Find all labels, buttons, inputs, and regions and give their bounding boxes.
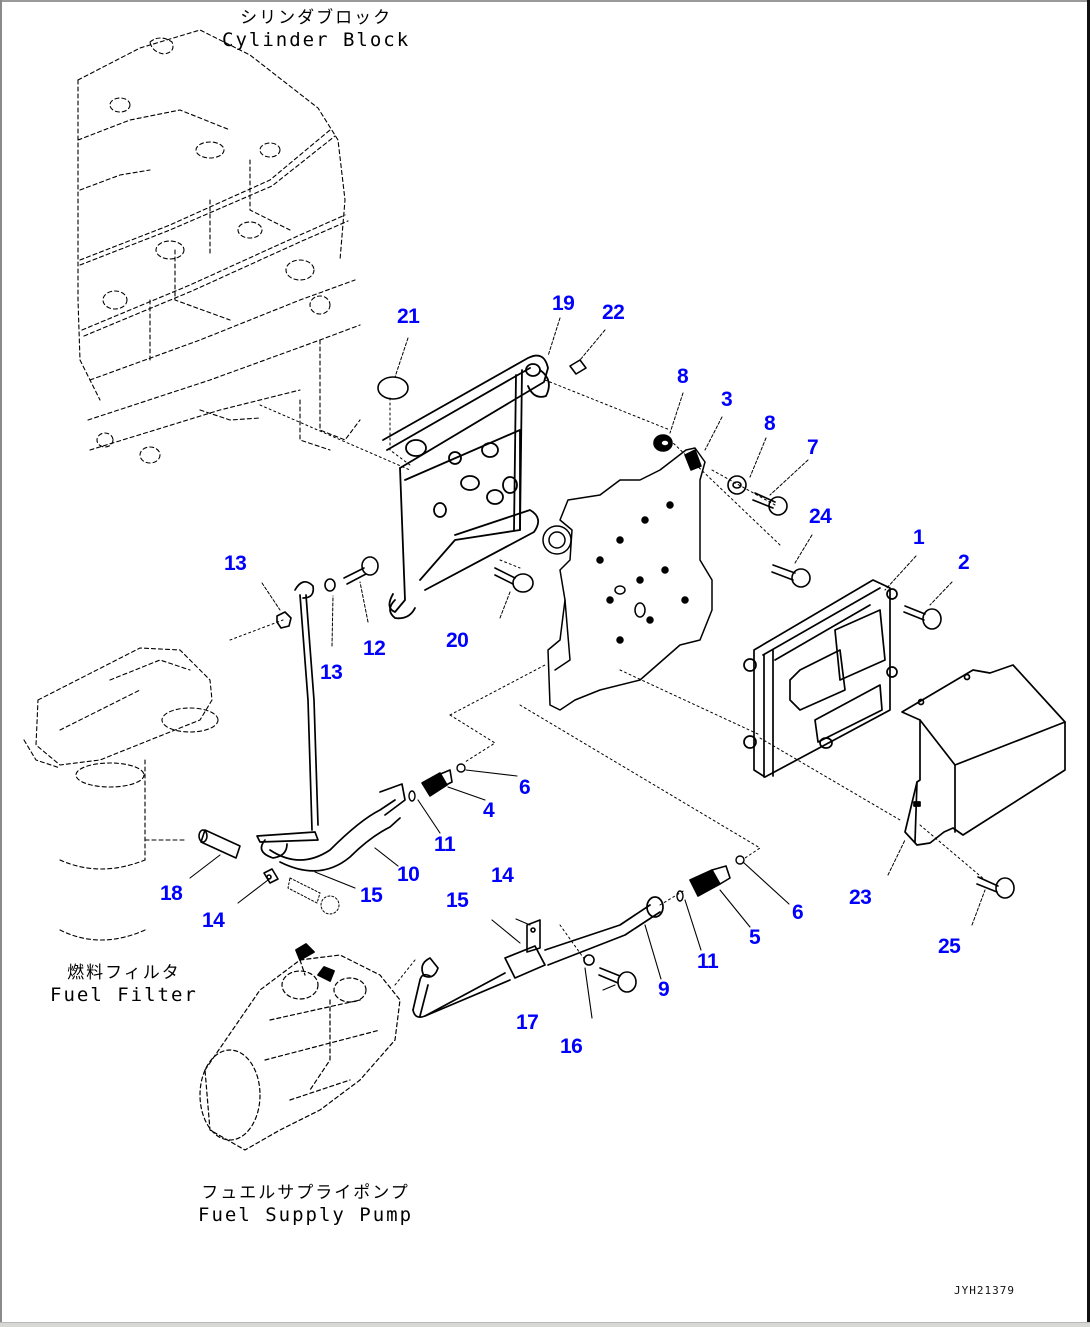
washer-part-17 bbox=[583, 954, 595, 966]
sleeve-part-18 bbox=[198, 829, 241, 859]
callout-2[interactable]: 2 bbox=[958, 551, 970, 574]
callout-20[interactable]: 20 bbox=[446, 629, 469, 652]
o-ring-part-11-upper bbox=[408, 790, 416, 802]
bolt-part-25 bbox=[976, 876, 1015, 899]
bolt-part-7 bbox=[752, 492, 788, 516]
callout-23[interactable]: 23 bbox=[849, 886, 872, 909]
plate-part-3 bbox=[542, 447, 713, 711]
callout-8-lower[interactable]: 8 bbox=[764, 412, 776, 435]
callout-11-upper[interactable]: 11 bbox=[434, 833, 456, 856]
callout-17[interactable]: 17 bbox=[516, 1011, 539, 1034]
callout-leaders bbox=[261, 317, 986, 926]
o-ring-part-6-lower bbox=[735, 855, 745, 865]
caption-fuel-supply-pump-en: Fuel Supply Pump bbox=[198, 1204, 414, 1226]
callout-leaders-solid bbox=[189, 769, 790, 1019]
fuel-filter-illustration bbox=[23, 647, 219, 941]
callout-3[interactable]: 3 bbox=[721, 388, 733, 411]
bracket-part-19 bbox=[382, 354, 550, 620]
frame-border-top bbox=[0, 0, 1090, 2]
callout-14-left[interactable]: 14 bbox=[202, 909, 225, 932]
caption-cylinder-block: シリンダブロック Cylinder Block bbox=[222, 3, 410, 51]
bolt-part-20 bbox=[494, 567, 534, 593]
callout-11-lower[interactable]: 11 bbox=[697, 950, 719, 973]
caption-cylinder-block-jp: シリンダブロック bbox=[240, 8, 393, 28]
washer-part-13-right bbox=[324, 578, 336, 592]
bolt-part-24 bbox=[771, 564, 811, 588]
callout-1[interactable]: 1 bbox=[913, 526, 925, 549]
callout-24[interactable]: 24 bbox=[809, 505, 832, 528]
caption-fuel-filter-jp: 燃料フィルタ bbox=[67, 963, 181, 983]
o-ring-part-6-upper bbox=[456, 763, 466, 773]
bolt-part-2 bbox=[903, 605, 942, 630]
callout-13-left[interactable]: 13 bbox=[224, 552, 247, 575]
callout-19[interactable]: 19 bbox=[552, 292, 575, 315]
caption-fuel-filter-en: Fuel Filter bbox=[50, 984, 198, 1006]
connector-part-5 bbox=[689, 865, 731, 897]
callout-15-right[interactable]: 15 bbox=[446, 889, 469, 912]
callout-22[interactable]: 22 bbox=[602, 301, 625, 324]
cylinder-block-illustration bbox=[77, 29, 361, 464]
phantom-bolt-illustration bbox=[287, 877, 340, 915]
caption-fuel-supply-pump: フュエルサプライポンプ Fuel Supply Pump bbox=[198, 1178, 413, 1226]
callout-14-right[interactable]: 14 bbox=[491, 864, 514, 887]
callout-4[interactable]: 4 bbox=[483, 799, 495, 822]
connector-part-4 bbox=[421, 769, 453, 797]
cover-part-23 bbox=[901, 664, 1066, 846]
bolt-part-16 bbox=[598, 967, 637, 993]
callout-25[interactable]: 25 bbox=[938, 935, 961, 958]
callout-5[interactable]: 5 bbox=[749, 926, 761, 949]
callout-6-upper[interactable]: 6 bbox=[519, 776, 531, 799]
caption-fuel-supply-pump-jp: フュエルサプライポンプ bbox=[201, 1183, 410, 1203]
washer-part-8-lower bbox=[727, 475, 747, 495]
pump-outlet-fitting bbox=[295, 943, 335, 982]
hose-part-10 bbox=[256, 581, 406, 872]
callout-9[interactable]: 9 bbox=[658, 978, 670, 1001]
callout-8-upper[interactable]: 8 bbox=[677, 365, 689, 388]
plug-part-22 bbox=[569, 359, 587, 375]
callout-16[interactable]: 16 bbox=[560, 1035, 583, 1058]
callout-7[interactable]: 7 bbox=[807, 436, 819, 459]
callout-12[interactable]: 12 bbox=[363, 637, 386, 660]
callout-10[interactable]: 10 bbox=[397, 863, 420, 886]
frame-border-left bbox=[0, 0, 2, 1322]
frame-border-bottom bbox=[0, 1322, 1090, 1327]
nut-part-13-left bbox=[276, 611, 292, 629]
frame-border-right bbox=[1087, 0, 1090, 1322]
alignment-lines bbox=[229, 379, 986, 986]
caption-fuel-filter: 燃料フィルタ Fuel Filter bbox=[50, 958, 198, 1006]
callout-21[interactable]: 21 bbox=[397, 305, 420, 328]
callout-13-right[interactable]: 13 bbox=[320, 661, 343, 684]
drawing-id: JYH21379 bbox=[954, 1284, 1015, 1297]
fuel-supply-pump-illustration bbox=[199, 954, 401, 1151]
o-ring-part-21 bbox=[377, 376, 409, 400]
hose-part-9 bbox=[412, 896, 664, 1018]
callout-18[interactable]: 18 bbox=[160, 882, 183, 905]
clamp-part-14-right bbox=[526, 919, 541, 953]
bolt-part-12 bbox=[343, 556, 379, 585]
washer-part-8-upper bbox=[653, 434, 673, 452]
controller-part-1 bbox=[743, 579, 898, 778]
callout-15-left[interactable]: 15 bbox=[360, 884, 383, 907]
callout-6-lower[interactable]: 6 bbox=[792, 901, 804, 924]
o-ring-part-11-lower bbox=[676, 890, 684, 902]
caption-cylinder-block-en: Cylinder Block bbox=[222, 29, 411, 51]
